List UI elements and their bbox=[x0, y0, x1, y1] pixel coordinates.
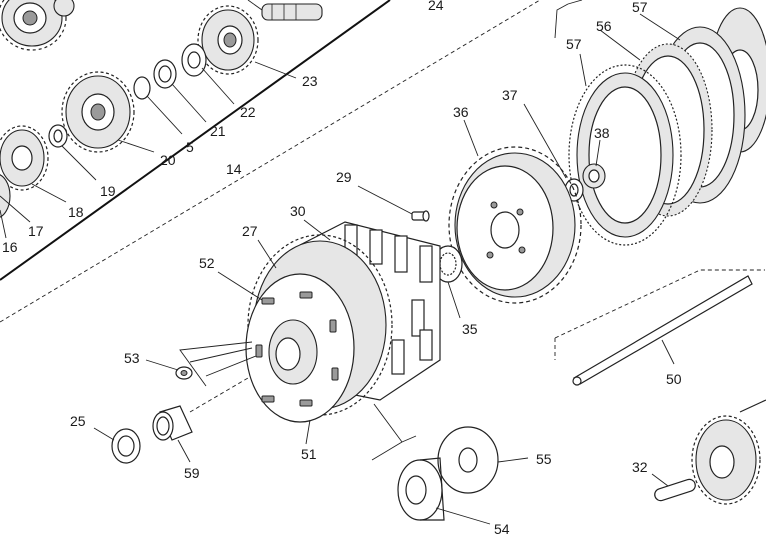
gear-18 bbox=[0, 125, 49, 191]
label-19: 19 bbox=[100, 183, 116, 199]
clutch-face-51 bbox=[245, 273, 355, 423]
label-54: 54 bbox=[494, 521, 510, 537]
label-24: 24 bbox=[428, 0, 444, 13]
washer-21 bbox=[153, 59, 177, 89]
label-37: 37 bbox=[502, 87, 518, 103]
circlip-5 bbox=[133, 76, 151, 100]
label-52: 52 bbox=[199, 255, 215, 271]
washer-19 bbox=[48, 124, 68, 148]
label-32: 32 bbox=[632, 459, 648, 475]
label-55: 55 bbox=[536, 451, 552, 467]
label-20: 20 bbox=[160, 152, 176, 168]
label-56: 56 bbox=[596, 18, 612, 34]
bush-59 bbox=[152, 405, 193, 441]
part-labels: 24 57 57 56 23 22 21 5 20 14 19 18 17 16… bbox=[2, 0, 682, 537]
label-25: 25 bbox=[70, 413, 86, 429]
label-27: 27 bbox=[242, 223, 258, 239]
gear-cluster-top-left bbox=[0, 0, 323, 218]
label-18: 18 bbox=[68, 204, 84, 220]
rivet-53 bbox=[175, 366, 193, 380]
push-rod-50 bbox=[554, 269, 765, 386]
label-38: 38 bbox=[594, 125, 610, 141]
leader-lines bbox=[0, 0, 681, 525]
plate-57-front bbox=[568, 64, 682, 246]
label-59: 59 bbox=[184, 465, 200, 481]
label-57-mid: 57 bbox=[566, 36, 582, 52]
washer-25 bbox=[111, 428, 141, 464]
label-57-top: 57 bbox=[632, 0, 648, 15]
gear-20 bbox=[61, 71, 135, 153]
label-5: 5 bbox=[186, 139, 194, 155]
shaft-24 bbox=[261, 3, 323, 21]
bolt-29 bbox=[411, 210, 430, 222]
label-35: 35 bbox=[462, 321, 478, 337]
label-14: 14 bbox=[226, 161, 242, 177]
gear-top-left bbox=[0, 0, 67, 51]
label-36: 36 bbox=[453, 104, 469, 120]
label-23: 23 bbox=[302, 73, 318, 89]
label-53: 53 bbox=[124, 350, 140, 366]
washer-55 bbox=[437, 426, 499, 494]
damper-springs-52 bbox=[255, 291, 339, 407]
group-lines bbox=[0, 0, 583, 323]
washer-54 bbox=[397, 457, 445, 521]
label-50: 50 bbox=[666, 371, 682, 387]
key-32 bbox=[654, 478, 696, 502]
label-21: 21 bbox=[210, 123, 226, 139]
label-16: 16 bbox=[2, 239, 18, 255]
bearing-38 bbox=[582, 163, 606, 189]
label-29: 29 bbox=[336, 169, 352, 185]
label-22: 22 bbox=[240, 104, 256, 120]
gear-23 bbox=[197, 5, 259, 75]
gear-bottom-right bbox=[691, 399, 766, 505]
label-30: 30 bbox=[290, 203, 306, 219]
washer-22 bbox=[181, 43, 207, 77]
label-17: 17 bbox=[28, 223, 44, 239]
clutch-hub-36 bbox=[448, 146, 582, 304]
label-51: 51 bbox=[301, 446, 317, 462]
